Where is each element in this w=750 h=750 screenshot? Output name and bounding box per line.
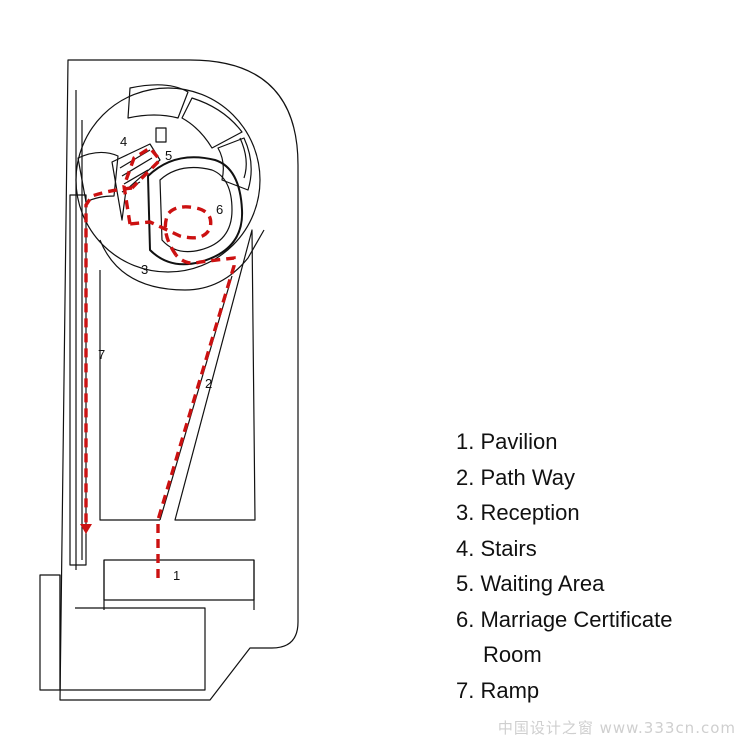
ramp-arrow-icon	[80, 524, 92, 534]
legend-item-6-continuation: Room	[483, 642, 542, 667]
plan-label-3: 3	[141, 262, 148, 277]
plan-label-7: 7	[98, 347, 105, 362]
path-route-ramp	[84, 186, 133, 525]
small-core	[155, 127, 167, 143]
ramp-strip	[69, 194, 87, 566]
plan-label-5: 5	[165, 148, 172, 163]
plan-label-1: 1	[173, 568, 180, 583]
legend-item-4: 4. Stairs	[456, 535, 537, 561]
pathway-wedge	[174, 229, 256, 521]
pavilion-ring	[75, 87, 261, 273]
legend-item-5: 5. Waiting Area	[456, 571, 605, 596]
legend-item-7: 7. Ramp	[456, 677, 540, 703]
path-route-room	[129, 205, 213, 256]
pavilion-slab	[59, 575, 206, 691]
legend: 1. Pavilion 2. Path Way 3. Reception 4. …	[456, 424, 672, 708]
legend-item-3: 3. Reception	[456, 500, 580, 525]
watermark: 中国设计之窗 www.333cn.com	[497, 719, 736, 737]
pavilion-step	[39, 574, 61, 691]
path-route-main	[156, 253, 236, 578]
path-route-stairs	[122, 145, 163, 225]
plan-label-6: 6	[216, 202, 223, 217]
petal-3	[217, 137, 252, 191]
legend-item-6: 6. Marriage Certificate	[456, 606, 673, 632]
pathway-outer	[99, 270, 160, 521]
petal-4	[77, 151, 119, 203]
building-outline	[59, 59, 299, 701]
plan-label-4: 4	[120, 134, 127, 149]
waiting-arc	[239, 137, 247, 179]
marriage-room	[147, 156, 244, 266]
legend-item-1: 1. Pavilion	[456, 429, 558, 454]
marriage-room-inner	[159, 167, 233, 253]
legend-item-2: 2. Path Way	[456, 464, 576, 490]
petal-1	[127, 84, 189, 119]
plan-label-2: 2	[205, 376, 212, 391]
pavilion-wall	[103, 560, 255, 610]
petal-2	[181, 97, 243, 149]
reception-arc	[99, 229, 265, 291]
